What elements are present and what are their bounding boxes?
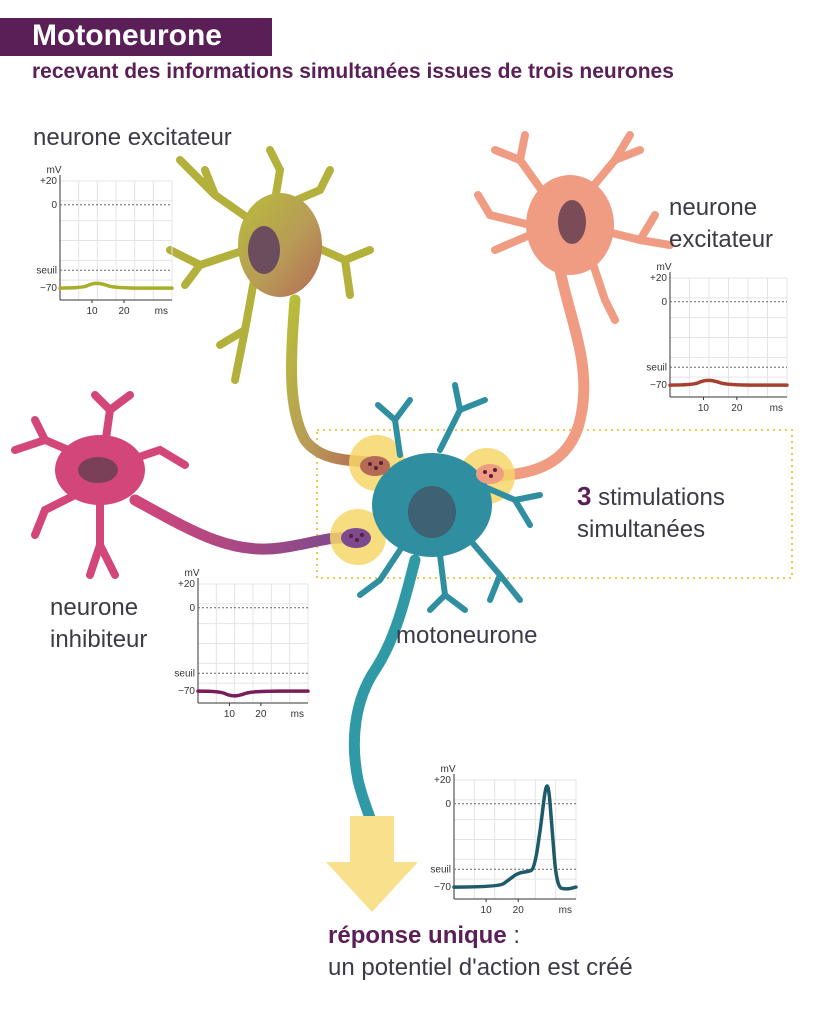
response-arrow <box>326 816 418 912</box>
x-axis-label: ms <box>770 403 783 414</box>
chart-excitatory-left: +20 0 seuil −70 mV 10 20 ms <box>36 165 174 317</box>
synapse-inhibitory-terminal <box>341 528 371 548</box>
label-inhibitory-2: inhibiteur <box>50 626 148 653</box>
response-colon: : <box>506 922 521 949</box>
x-axis-label: ms <box>291 709 304 720</box>
y-tick-label: seuil <box>174 668 195 679</box>
y-tick-label: +20 <box>178 579 195 590</box>
series-line <box>668 378 789 387</box>
y-tick-label: −70 <box>434 882 451 893</box>
x-tick-label: 20 <box>731 403 743 414</box>
y-axis-label: mV <box>441 764 456 775</box>
y-axis-label: mV <box>47 165 62 176</box>
inhibitory-neuron <box>11 391 356 579</box>
x-tick-label: 10 <box>86 306 98 317</box>
page-subtitle: recevant des informations simultanées is… <box>32 60 674 83</box>
x-axis-label: ms <box>559 905 572 916</box>
synapse-left-terminal <box>360 456 390 476</box>
label-excitatory-right-1: neurone <box>669 194 758 221</box>
response-bold: réponse unique <box>328 922 507 949</box>
y-tick-label: 0 <box>445 799 451 810</box>
stimulation-text: 3 stimulations simultanées <box>577 480 725 546</box>
y-tick-label: seuil <box>430 864 451 875</box>
chart-inhibitory: +20 0 seuil −70 mV 10 20 ms <box>174 568 310 720</box>
x-tick-label: 10 <box>481 905 493 916</box>
label-excitatory-right-2: excitateur <box>669 226 774 253</box>
excitatory-neuron-right <box>474 131 674 482</box>
label-motoneuron: motoneurone <box>396 622 538 649</box>
x-tick-label: 20 <box>255 709 267 720</box>
page-title: Motoneurone <box>32 19 222 52</box>
y-tick-label: 0 <box>661 297 667 308</box>
y-tick-label: +20 <box>40 176 57 187</box>
y-tick-label: −70 <box>40 283 57 294</box>
motoneuron <box>348 382 543 844</box>
y-axis-label: mV <box>185 568 200 579</box>
x-tick-label: 20 <box>513 905 525 916</box>
x-tick-label: 10 <box>224 709 236 720</box>
y-tick-label: 0 <box>189 603 195 614</box>
y-tick-label: −70 <box>650 380 667 391</box>
series-line <box>452 784 578 891</box>
y-tick-label: +20 <box>434 775 451 786</box>
y-axis-label: mV <box>657 262 672 273</box>
y-tick-label: −70 <box>178 686 195 697</box>
y-tick-label: seuil <box>36 265 57 276</box>
chart-motoneuron: +20 0 seuil −70 mV 10 20 ms <box>430 764 578 916</box>
response-line2: un potentiel d'action est créé <box>328 954 633 981</box>
x-tick-label: 20 <box>118 306 130 317</box>
chart-excitatory-right: +20 0 seuil −70 mV 10 20 ms <box>646 262 789 414</box>
stimulation-zone <box>316 429 793 579</box>
y-tick-label: +20 <box>650 273 667 284</box>
synapse-right-terminal <box>476 464 504 484</box>
stimulation-count: 3 <box>577 481 592 511</box>
y-tick-label: seuil <box>646 362 667 373</box>
excitatory-neuron-left <box>166 146 374 468</box>
stimulation-line1: stimulations <box>598 484 725 511</box>
x-tick-label: 10 <box>698 403 710 414</box>
stimulation-line2: simultanées <box>577 516 706 543</box>
response-text: réponse unique : un potentiel d'action e… <box>328 920 633 984</box>
series-line <box>58 281 174 290</box>
title-banner <box>0 18 272 56</box>
x-axis-label: ms <box>155 306 168 317</box>
series-line <box>196 689 310 698</box>
y-tick-label: 0 <box>51 200 57 211</box>
label-inhibitory-1: neurone <box>50 594 139 621</box>
label-excitatory-left: neurone excitateur <box>33 124 232 151</box>
